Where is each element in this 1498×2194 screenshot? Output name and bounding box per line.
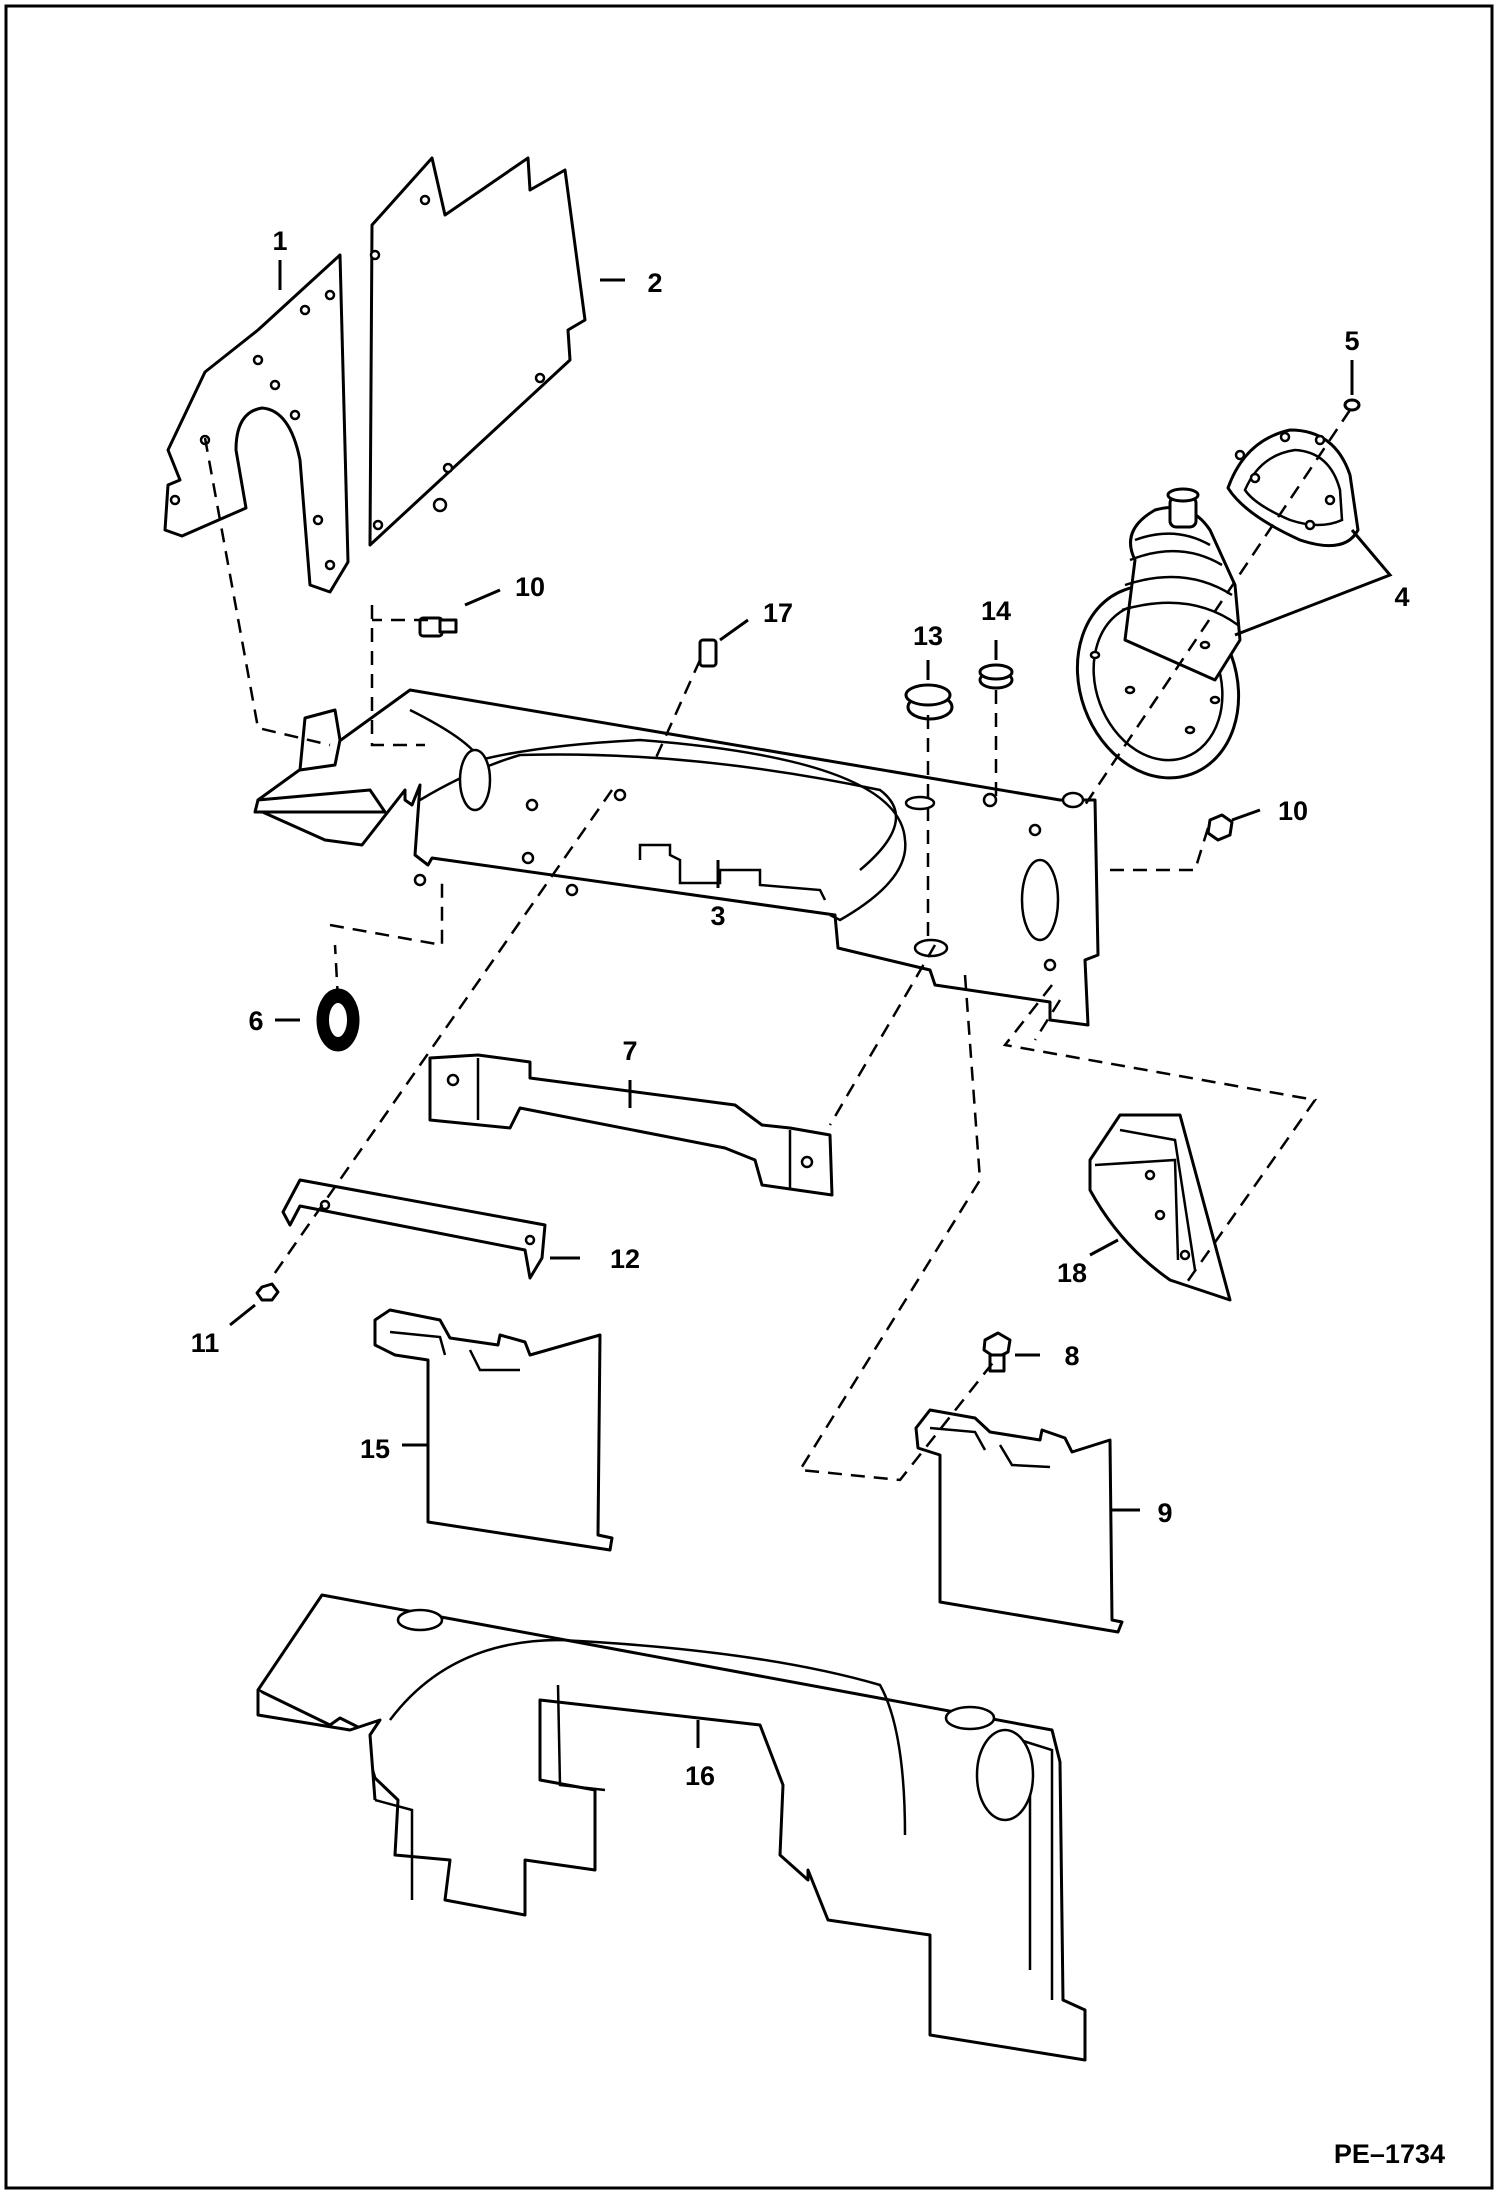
part-8-bolt [982, 1331, 1012, 1373]
part-14-cap [978, 663, 1014, 690]
callout-17: 17 [763, 598, 793, 628]
part-1-side-plate [163, 253, 350, 594]
part-13-plug [904, 683, 954, 721]
part-10-bolt-upper [418, 616, 458, 638]
part-11-nut [255, 1282, 280, 1302]
alignment-lines [203, 409, 1352, 1482]
callout-9: 9 [1157, 1498, 1172, 1528]
callout-18: 18 [1057, 1258, 1087, 1288]
callout-5: 5 [1344, 326, 1359, 356]
leader-lines [229, 260, 1393, 1748]
callout-3: 3 [710, 901, 725, 931]
part-16-foam [256, 1593, 1087, 2062]
callout-1: 1 [272, 226, 287, 256]
figure-reference: PE–1734 [1334, 2139, 1445, 2169]
part-3-main-frame [253, 497, 1100, 1027]
callout-16: 16 [685, 1761, 715, 1791]
callout-13: 13 [913, 621, 943, 651]
callout-10-upper: 10 [515, 572, 545, 602]
page-border [4, 4, 1494, 2190]
callout-7: 7 [622, 1036, 637, 1066]
callout-labels: 1 2 5 4 10 17 13 14 10 3 6 7 12 18 11 8 … [191, 226, 1410, 1791]
part-17-stud [698, 638, 718, 668]
part-9-guard [914, 1408, 1124, 1634]
part-12-strap [281, 1178, 547, 1280]
part-15-guard [373, 1308, 614, 1552]
part-2-panel [368, 156, 587, 547]
callout-10-right: 10 [1278, 796, 1308, 826]
callout-8: 8 [1064, 1341, 1079, 1371]
callout-14: 14 [981, 596, 1011, 626]
callout-4: 4 [1394, 582, 1409, 612]
callout-11: 11 [191, 1328, 220, 1358]
callout-6: 6 [248, 1006, 263, 1036]
callout-2: 2 [647, 268, 662, 298]
part-10-bolt-right [1206, 813, 1234, 842]
callout-15: 15 [360, 1434, 390, 1464]
part-4-boot-assembly [1075, 428, 1360, 780]
part-7-bracket [428, 1053, 834, 1197]
callout-12: 12 [610, 1244, 640, 1274]
part-18-corner-bracket [1088, 1113, 1232, 1302]
